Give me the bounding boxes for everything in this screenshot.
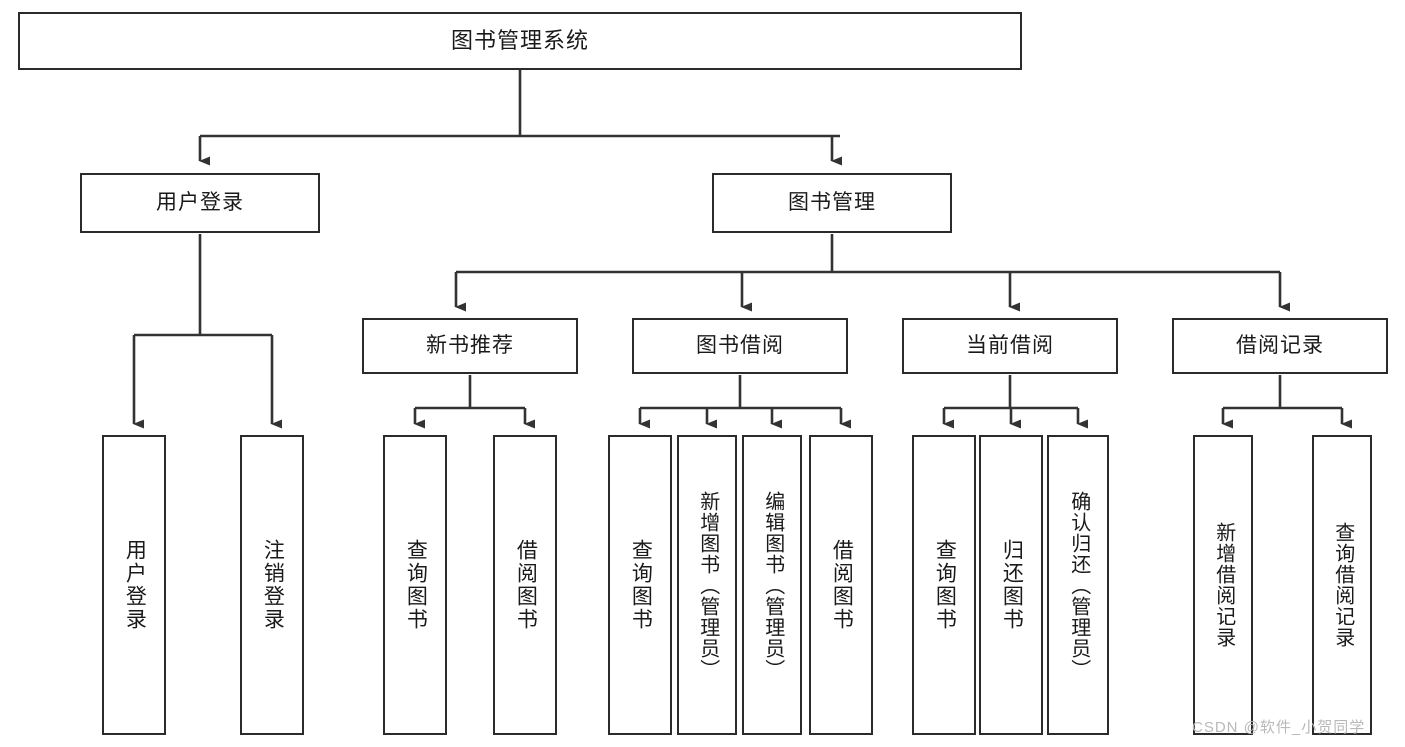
leaf-query-book-recommend[interactable]: 查询图书 xyxy=(383,435,447,735)
node-book-management[interactable]: 图书管理 xyxy=(712,173,952,233)
leaf-add-book-admin[interactable]: 新增图书（管理员） xyxy=(677,435,737,735)
node-user-login[interactable]: 用户登录 xyxy=(80,173,320,233)
leaf-user-login[interactable]: 用户登录 xyxy=(102,435,166,735)
node-book-borrow[interactable]: 图书借阅 xyxy=(632,318,848,374)
node-label: 当前借阅 xyxy=(966,333,1054,357)
leaf-logout-login[interactable]: 注销登录 xyxy=(240,435,304,735)
node-label: 用户登录 xyxy=(123,539,147,631)
leaf-borrow-book-recommend[interactable]: 借阅图书 xyxy=(493,435,557,735)
leaf-edit-book-admin[interactable]: 编辑图书（管理员） xyxy=(742,435,802,735)
node-label: 确认归还（管理员） xyxy=(1067,490,1090,680)
node-root-book-management-system[interactable]: 图书管理系统 xyxy=(18,12,1022,70)
csdn-watermark: CSDN @软件_小贺同学 xyxy=(1192,719,1366,736)
leaf-borrow-book[interactable]: 借阅图书 xyxy=(809,435,873,735)
node-label: 新书推荐 xyxy=(426,333,514,357)
node-label: 编辑图书（管理员） xyxy=(761,490,784,680)
node-label: 借阅记录 xyxy=(1236,333,1324,357)
node-new-book-recommend[interactable]: 新书推荐 xyxy=(362,318,578,374)
node-label: 查询借阅记录 xyxy=(1331,522,1354,648)
node-current-borrow[interactable]: 当前借阅 xyxy=(902,318,1118,374)
node-label: 新增借阅记录 xyxy=(1212,522,1235,648)
leaf-return-book[interactable]: 归还图书 xyxy=(979,435,1043,735)
node-label: 新增图书（管理员） xyxy=(696,490,719,680)
node-label: 图书借阅 xyxy=(696,333,784,357)
node-label: 注销登录 xyxy=(261,539,285,631)
node-label: 借阅图书 xyxy=(514,539,538,631)
leaf-add-borrow-record[interactable]: 新增借阅记录 xyxy=(1193,435,1253,735)
leaf-query-borrow-record[interactable]: 查询借阅记录 xyxy=(1312,435,1372,735)
node-label: 查询图书 xyxy=(629,539,653,631)
node-label: 借阅图书 xyxy=(830,539,854,631)
node-label: 图书管理系统 xyxy=(450,28,589,54)
node-label: 查询图书 xyxy=(933,539,957,631)
node-label: 用户登录 xyxy=(156,190,244,214)
leaf-query-book-current[interactable]: 查询图书 xyxy=(912,435,976,735)
node-label: 归还图书 xyxy=(1000,539,1024,631)
node-label: 查询图书 xyxy=(404,539,428,631)
node-label: 图书管理 xyxy=(788,190,876,214)
leaf-confirm-return-admin[interactable]: 确认归还（管理员） xyxy=(1047,435,1109,735)
node-borrow-record[interactable]: 借阅记录 xyxy=(1172,318,1388,374)
leaf-query-book-borrow[interactable]: 查询图书 xyxy=(608,435,672,735)
